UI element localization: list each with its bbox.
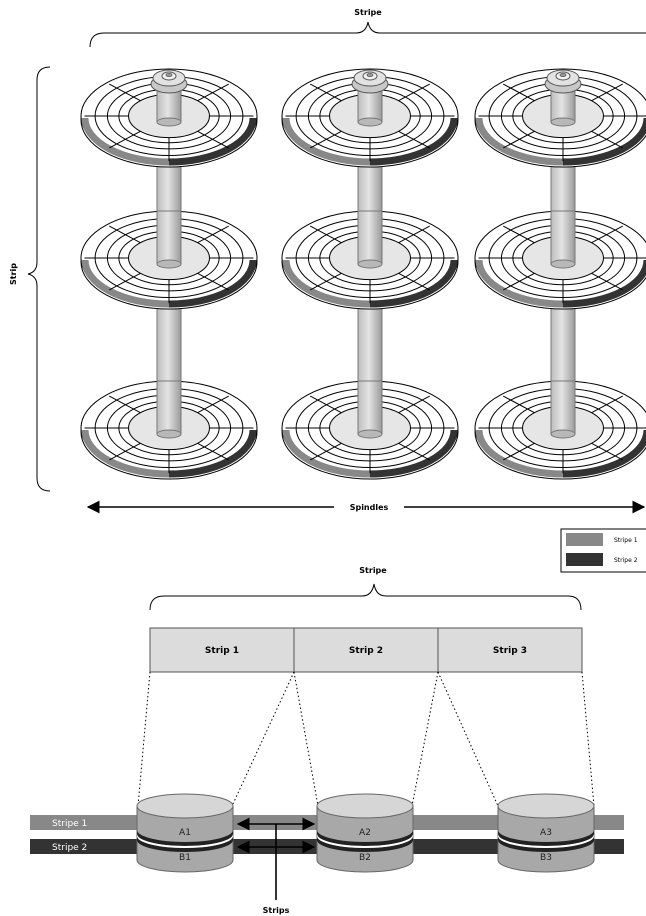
spindles-label: Spindles [350, 503, 389, 512]
stripe1-band [81, 429, 170, 478]
stripe2-band [562, 259, 646, 308]
stripe2-band [369, 117, 458, 166]
legend: Stripe 1 Stripe 2 [560, 528, 646, 573]
bottom-section: Stripe Strip 1 Strip 2 Strip 3 Stripe 1 … [30, 566, 624, 915]
disk-2-top-label: A2 [359, 828, 371, 838]
strip-box-3 [437, 627, 583, 673]
stripe1-band [282, 429, 371, 478]
strips-label: Strips [263, 906, 290, 915]
stripe-label-bottom: Stripe [359, 566, 387, 575]
stripe2-band [369, 429, 458, 478]
strip-box-2-label: Strip 2 [349, 646, 383, 656]
disk-3-top-label: A3 [540, 828, 552, 838]
stripe2-band [562, 117, 646, 166]
stripe1-band [475, 259, 564, 308]
stripe1-band [475, 429, 564, 478]
stripe1-band [282, 117, 371, 166]
strip-boxes: Strip 1 Strip 2 Strip 3 [149, 627, 583, 673]
stripe-label-top: Stripe [354, 8, 382, 17]
stripe2-band [369, 259, 458, 308]
stripe2-band [168, 429, 257, 478]
disk-3 [497, 793, 595, 873]
legend-label-stripe1: Stripe 1 [614, 537, 638, 544]
disk-1 [136, 793, 234, 873]
stripe2-band [168, 259, 257, 308]
disk-1-bottom-label: B1 [179, 853, 191, 863]
stripe-brace-top [89, 21, 646, 48]
stripe-row-1-label: Stripe 1 [52, 819, 87, 829]
disk-2-bottom-label: B2 [359, 853, 371, 863]
spindle-stack-1 [80, 68, 258, 480]
disk-stacks [136, 793, 595, 873]
strip-box-1 [149, 627, 295, 673]
legend-swatch-stripe2 [566, 553, 603, 566]
stripe2-band [168, 117, 257, 166]
strip-brace-left [27, 66, 51, 492]
stripe1-band [282, 259, 371, 308]
strip-box-3-label: Strip 3 [493, 646, 527, 656]
stripe1-band [81, 117, 170, 166]
disk-3-bottom-label: B3 [540, 853, 552, 863]
spindle-stacks [80, 68, 646, 480]
disk-1-top-label: A1 [179, 828, 191, 838]
strip-box-2 [293, 627, 439, 673]
stripe1-band [475, 117, 564, 166]
legend-swatch-stripe1 [566, 533, 603, 546]
strip-label-left: Strip [9, 263, 18, 285]
spindle-stack-2 [281, 68, 459, 480]
projection-lines [137, 671, 595, 807]
disk-2 [316, 793, 414, 873]
stripe1-band [81, 259, 170, 308]
stripe-brace-bottom [149, 583, 582, 611]
stripe2-band [562, 429, 646, 478]
top-section: Stripe Strip Spindles Stripe 1 Stripe 2 [9, 8, 646, 573]
spindle-stack-3 [474, 68, 646, 480]
stripe-row-2-label: Stripe 2 [52, 843, 87, 853]
legend-label-stripe2: Stripe 2 [614, 557, 638, 564]
strip-box-1-label: Strip 1 [205, 646, 239, 656]
